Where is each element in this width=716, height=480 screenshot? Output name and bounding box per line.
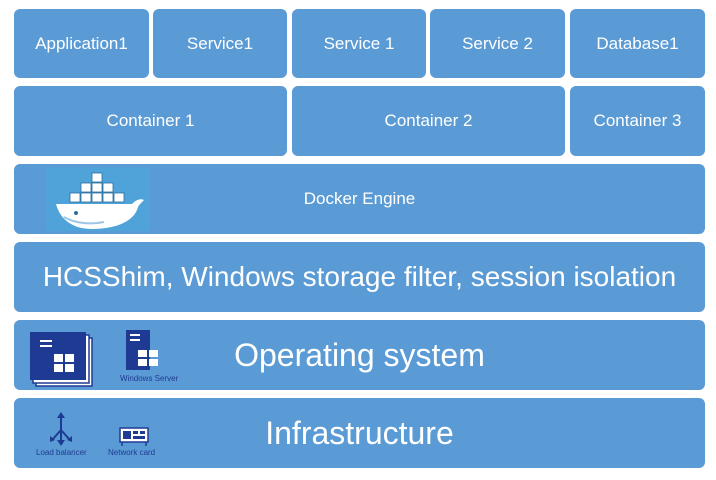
hcs-layer-label: HCSShim, Windows storage filter, session…: [42, 261, 677, 292]
container-1-label: Container 1: [106, 111, 195, 130]
container-3-box: Container 3: [570, 86, 705, 156]
application1-box: Application1: [14, 9, 149, 78]
load-balancer-icon: Load balancer: [34, 412, 94, 460]
service-2-label: Service 2: [462, 33, 533, 53]
docker-engine-label: Docker Engine: [303, 189, 416, 208]
database1-box: Database1: [570, 9, 705, 78]
service-2-box: Service 2: [430, 9, 565, 78]
windows-server-stack-icon: [28, 330, 96, 388]
os-layer-box: Operating system: [14, 320, 705, 390]
container-2-label: Container 2: [384, 111, 473, 130]
database1-label: Database1: [596, 33, 679, 53]
windows-server-icon: Windows Server: [120, 328, 184, 386]
os-layer-label: Operating system: [234, 336, 485, 373]
service-1-label: Service 1: [323, 33, 395, 53]
container-3-label: Container 3: [593, 111, 682, 130]
docker-whale-icon: [46, 167, 150, 231]
load-balancer-caption: Load balancer: [36, 448, 87, 457]
container-2-box: Container 2: [292, 86, 565, 156]
infra-layer-label: Infrastructure: [265, 414, 454, 451]
service-1-box: Service 1: [292, 9, 426, 78]
service1-box: Service1: [153, 9, 287, 78]
network-card-caption: Network card: [108, 448, 156, 457]
windows-server-caption: Windows Server: [120, 374, 179, 383]
network-card-icon: Network card: [108, 424, 168, 460]
container-1-box: Container 1: [14, 86, 287, 156]
hcs-layer-box: HCSShim, Windows storage filter, session…: [14, 242, 705, 312]
application1-label: Application1: [35, 33, 128, 53]
infra-layer-box: Infrastructure: [14, 398, 705, 468]
service1-label: Service1: [186, 33, 254, 53]
